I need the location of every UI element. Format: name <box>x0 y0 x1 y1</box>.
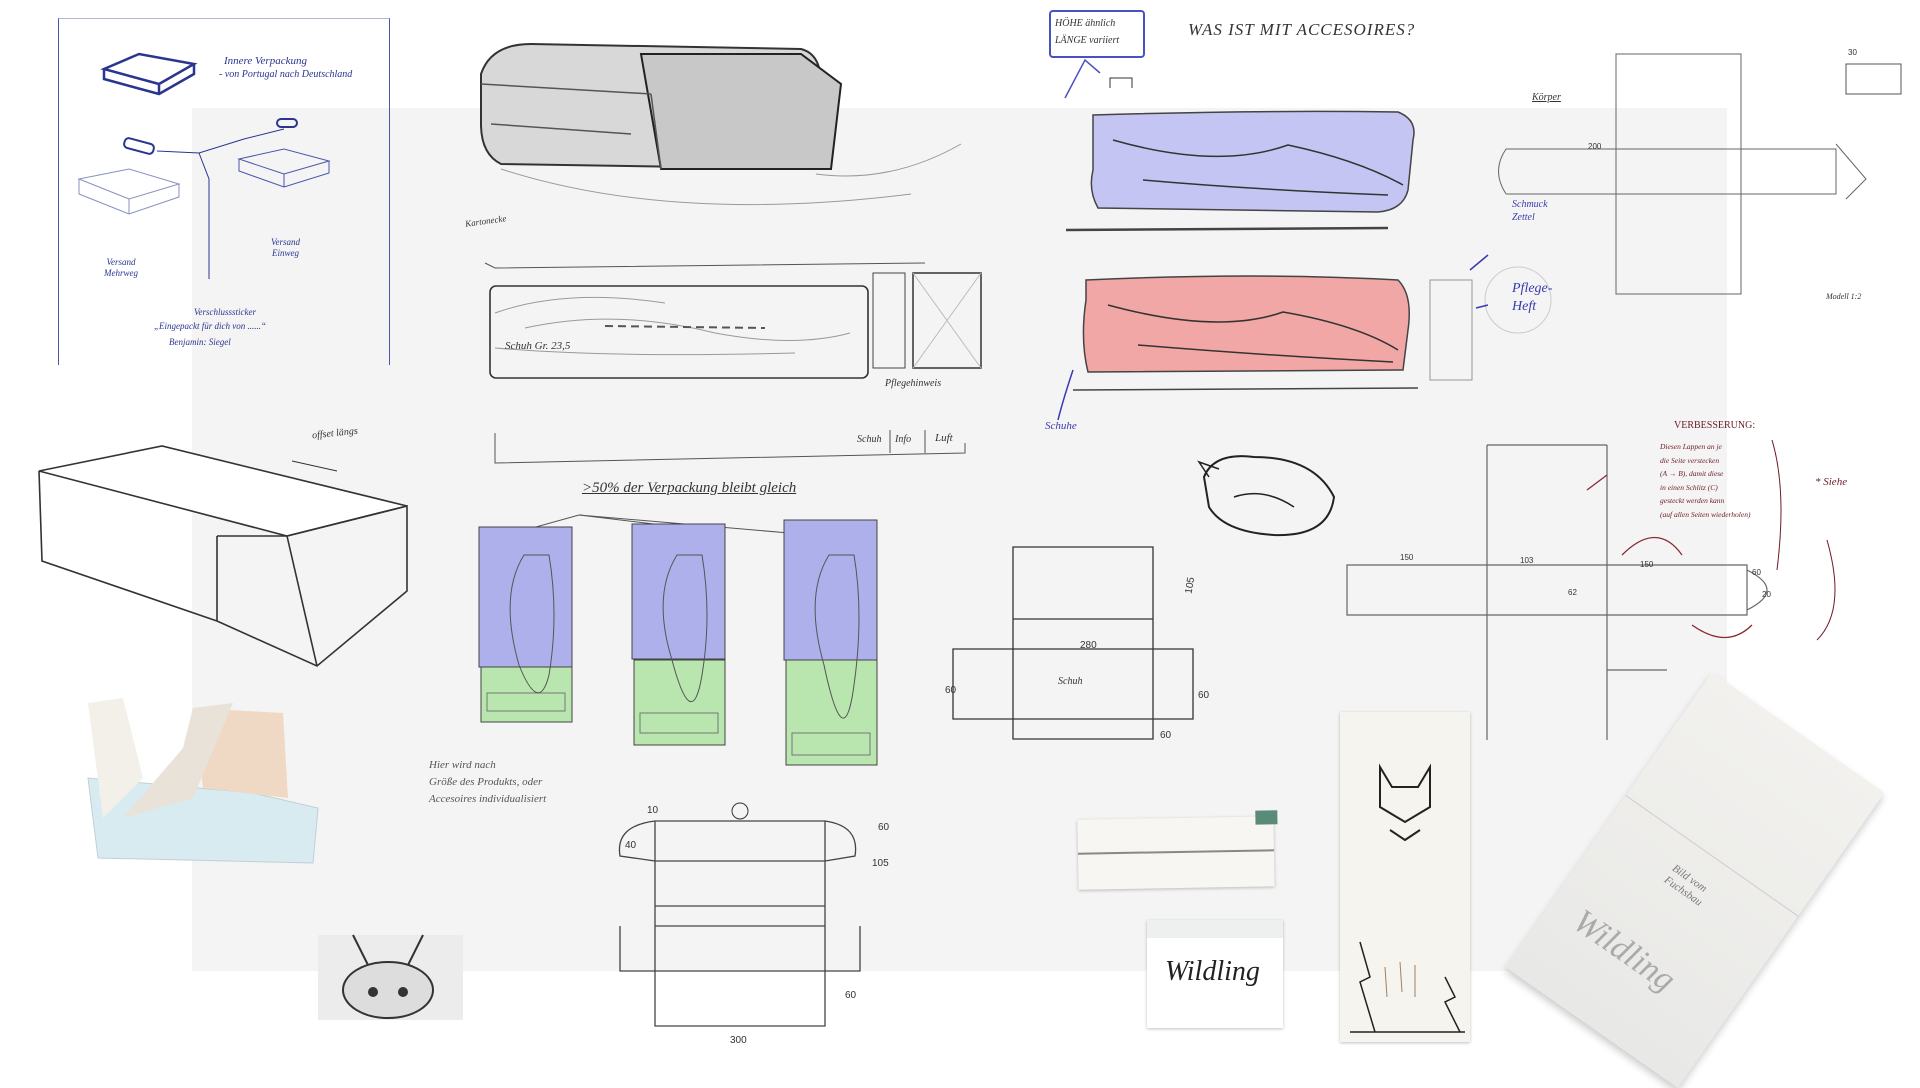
height-length-note: HÖHE ähnlich LÄNGE variiert <box>1049 10 1145 58</box>
variants-note-line3: Accesoires individualisiert <box>429 793 547 805</box>
variant-panels <box>478 514 878 766</box>
improvement-title: VERBESSERUNG: <box>1674 420 1756 431</box>
care-label: Pflegehinweis <box>885 378 942 389</box>
versand-einweg-line1: Versand <box>271 237 300 247</box>
bar-label-info: Info <box>895 434 912 445</box>
red-shoe <box>1082 275 1410 373</box>
versand-mehrweg-label: Versand Mehrweg <box>104 257 138 279</box>
improvement-line4: in einen Schlitz (C) <box>1660 482 1718 492</box>
dieline-title: Körper <box>1532 92 1561 103</box>
improvement-line1: Diesen Lappen an je <box>1660 442 1722 451</box>
dim-bottom-10: 10 <box>647 805 659 816</box>
improvement-line5: gesteckt werden kann <box>1660 496 1725 505</box>
shoe-drawings <box>1057 110 1552 421</box>
dim-bottom-105: 105 <box>872 858 889 869</box>
note-pointer <box>1064 58 1133 99</box>
variant-panel-2 <box>631 523 726 746</box>
versand-mehrweg-line1: Versand <box>106 257 136 267</box>
dim-bottom-60b: 60 <box>845 990 857 1001</box>
fox-sketch <box>1197 455 1336 537</box>
dim-mid-60a: 60 <box>945 685 957 696</box>
fox-box-photo <box>1340 712 1470 1042</box>
wildling-logo: Wildling <box>1165 956 1260 987</box>
trees-icon <box>1350 941 1465 1033</box>
zettel-line1: Schmuck <box>1512 199 1548 210</box>
logo-card-photo: Wildling <box>1147 920 1283 1028</box>
dim-tr-200: 200 <box>1588 142 1602 151</box>
notebook-page: Innere Verpackung - von Portugal nach De… <box>58 18 390 365</box>
variants-note-line1: Hier wird nach <box>429 759 496 771</box>
zettel-line2: Zettel <box>1512 212 1535 223</box>
dim-bottom-40: 40 <box>625 840 637 851</box>
sticker-note: Benjamin: Siegel <box>169 337 231 347</box>
pencil-box-sketch <box>480 42 962 206</box>
dim-mid-60c: 60 <box>1160 730 1172 741</box>
box-note: Bild vom Fuchsbau <box>1661 862 1713 910</box>
sticker-title: Verschlusssticker <box>194 307 256 317</box>
dim-imp-150b: 150 <box>1640 560 1654 569</box>
variants-title: >50% der Verpackung bleibt gleich <box>582 480 797 496</box>
sliding-box-sketch <box>38 445 408 667</box>
bar-label-luft: Luft <box>935 432 953 444</box>
heft-line2: Heft <box>1512 299 1537 314</box>
shoe-label: Schuh Gr. 23,5 <box>505 340 571 352</box>
dim-bottom-300: 300 <box>730 1035 747 1046</box>
dim-imp-103: 103 <box>1520 556 1534 565</box>
flap-photo <box>1077 810 1278 890</box>
tray-photo <box>87 698 319 864</box>
improvement-see: * Siehe <box>1815 476 1848 488</box>
dieline-scale: Modell 1:2 <box>1826 292 1862 301</box>
variant-panel-3 <box>783 519 878 766</box>
shipping-sketches <box>77 118 331 279</box>
heft-label: Pflege- Heft <box>1512 280 1552 316</box>
dim-tr-30: 30 <box>1848 48 1857 57</box>
dieline-middle <box>952 546 1194 740</box>
inner-package-sketch <box>100 52 198 96</box>
versand-einweg-label: Versand Einweg <box>271 237 300 259</box>
note-line1: HÖHE ähnlich <box>1055 18 1116 29</box>
dim-imp-20: 20 <box>1762 590 1771 599</box>
dim-mid-280: 280 <box>1080 640 1097 651</box>
bar-label-schuh: Schuh <box>857 434 882 445</box>
box-layout-section: Kartonecke Schuh Gr. 23,5 Pflegehinweis … <box>465 208 1035 464</box>
variants-note-line2: Größe des Produkts, oder <box>429 776 543 788</box>
dim-imp-150a: 150 <box>1400 553 1414 562</box>
robot-sketch <box>318 934 463 1020</box>
inner-title: Innere Verpackung <box>224 55 307 67</box>
zettel-label: Schmuck Zettel <box>1512 198 1548 224</box>
dieline-mid-label: Schuh <box>1058 676 1083 687</box>
shoe-box-drawing <box>484 262 982 464</box>
blue-shoe <box>1090 110 1415 213</box>
improvement-line3: (A → B), damit diese <box>1660 469 1724 478</box>
box-logo: Wildling <box>1566 902 1683 999</box>
dim-imp-60: 60 <box>1752 568 1761 577</box>
accessories-question: WAS IST MIT ACCESOIRES? <box>1188 20 1416 39</box>
improvement-line6: (auf allen Seiten wiederholen) <box>1660 509 1751 519</box>
note-line2: LÄNGE variiert <box>1055 35 1120 46</box>
variants-note: Hier wird nach Größe des Produkts, oder … <box>429 757 546 808</box>
sticker-quote: „Eingepackt für dich von ......“ <box>154 321 266 331</box>
fox-face-icon <box>1379 763 1431 842</box>
improvement-line2: die Seite verstecken <box>1660 455 1720 465</box>
dieline-top-right <box>1498 53 1902 295</box>
versand-einweg-line2: Einweg <box>272 248 299 258</box>
variant-panel-1 <box>478 526 573 723</box>
improvement-text: Diesen Lappen an je die Seite verstecken… <box>1660 440 1750 521</box>
dim-bottom-60a: 60 <box>878 822 890 833</box>
dieline-bottom <box>618 802 861 1027</box>
dim-imp-62: 62 <box>1568 588 1577 597</box>
versand-mehrweg-line2: Mehrweg <box>104 268 138 278</box>
background-panel <box>192 108 1727 971</box>
heft-line1: Pflege- <box>1512 281 1553 296</box>
dieline-improvement <box>1346 439 1836 740</box>
inner-sub: - von Portugal nach Deutschland <box>219 69 353 80</box>
dim-mid-60b: 60 <box>1198 690 1210 701</box>
schuhe-label: Schuhe <box>1045 420 1077 432</box>
